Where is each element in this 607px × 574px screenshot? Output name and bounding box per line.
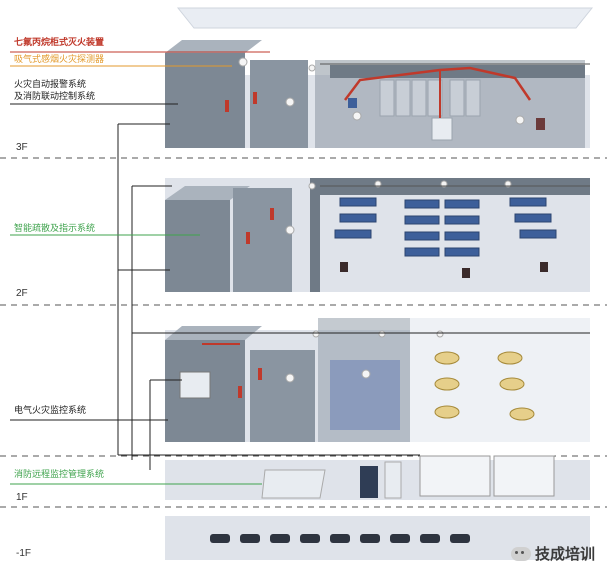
wall xyxy=(165,53,245,148)
legend-evacuation: 智能疏散及指示系统 xyxy=(14,224,96,234)
floor-label-b1: -1F xyxy=(16,548,31,559)
roof-slab xyxy=(176,7,594,29)
legend-gas-sampling: 吸气式感烟火灾探测器 xyxy=(14,55,105,65)
monitoring-center xyxy=(165,455,590,500)
legend-fire-alarm-line1: 火灾自动报警系统 xyxy=(14,80,87,90)
legend-heptafluoro: 七氟丙烷柜式灭火装置 xyxy=(14,38,105,48)
floor-separators xyxy=(0,157,607,508)
watermark-text: 技成培训 xyxy=(534,545,595,563)
legend-fire-alarm-line2: 及消防联动控制系统 xyxy=(14,92,96,102)
floor-label-1f: 1F xyxy=(16,492,28,503)
watermark: 技成培训 xyxy=(510,543,595,564)
legend-electrical: 电气火灾监控系统 xyxy=(14,406,87,416)
heptafluoro-pipe xyxy=(344,66,532,101)
extinguisher-icon xyxy=(253,92,257,104)
floor-b1 xyxy=(165,516,590,560)
wechat-icon xyxy=(510,546,531,561)
floor-3f xyxy=(165,40,590,148)
office-desks xyxy=(334,197,557,257)
floor-label-2f: 2F xyxy=(16,288,28,299)
floor-1f xyxy=(165,318,590,442)
smoke-detector-icon xyxy=(238,57,525,125)
floor-2f xyxy=(165,178,590,292)
floor-label-3f: 3F xyxy=(16,142,28,153)
system-lines xyxy=(10,51,590,485)
legend-remote-monitor: 消防远程监控管理系统 xyxy=(14,470,105,480)
